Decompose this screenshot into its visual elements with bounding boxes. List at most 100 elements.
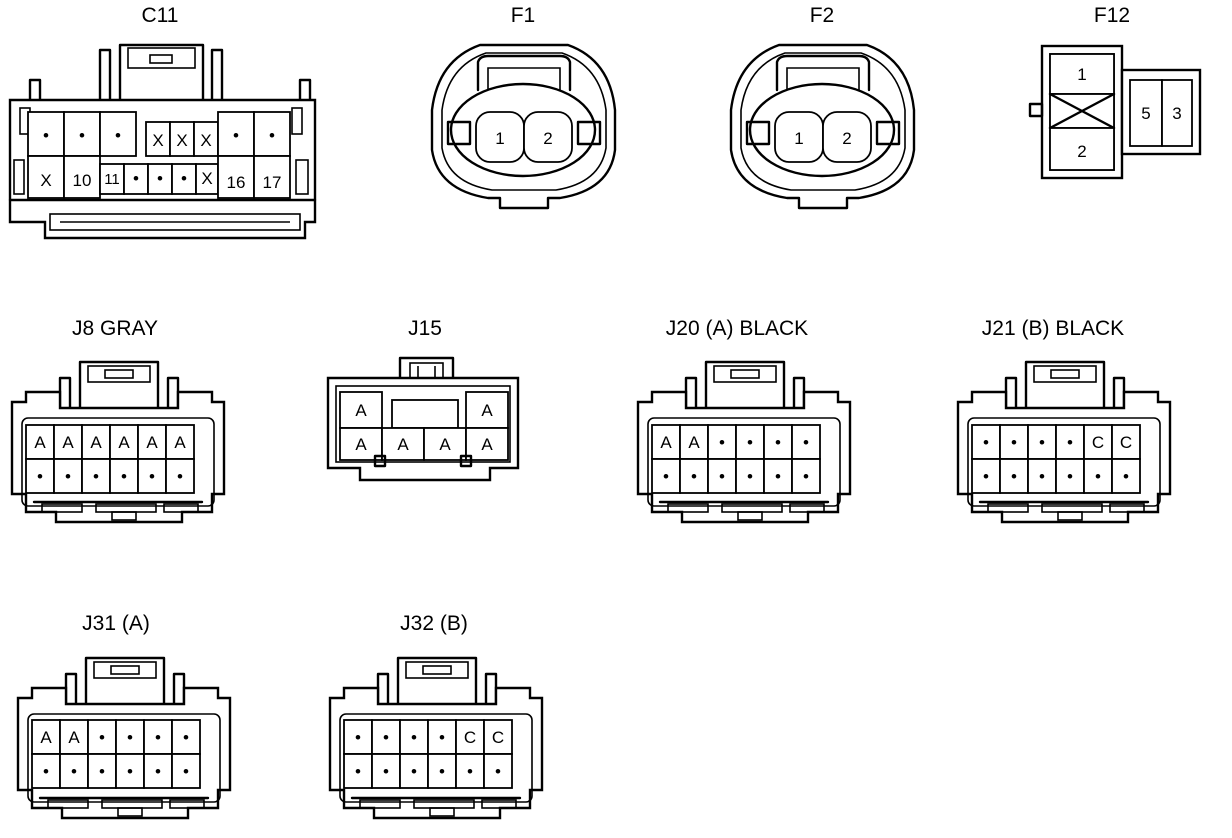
j21-pin bbox=[1111, 458, 1141, 494]
c11-pin-label: X bbox=[152, 131, 163, 150]
j20-pin-label: • bbox=[803, 467, 809, 486]
j8-pin bbox=[81, 424, 111, 460]
c11-pin-label: X bbox=[176, 131, 187, 150]
j20-pin-label: • bbox=[719, 467, 725, 486]
c11-pin-label: • bbox=[233, 126, 239, 145]
connector-c11: C11 • • • X X X • • bbox=[8, 4, 317, 240]
j20-pin-label: • bbox=[747, 467, 753, 486]
c11-pin-bottom bbox=[63, 155, 101, 199]
j8-pin-label: • bbox=[65, 467, 71, 486]
j21-pin-label: • bbox=[1123, 467, 1129, 486]
j31-pin-label: • bbox=[183, 728, 189, 747]
j32-pin-label: • bbox=[383, 728, 389, 747]
c11-pin-label: • bbox=[115, 126, 121, 145]
j8-pin-label: • bbox=[177, 467, 183, 486]
f12-pin bbox=[1161, 79, 1193, 147]
j32-pin-label: • bbox=[355, 762, 361, 781]
c11-pin-label: 10 bbox=[73, 171, 92, 190]
j15-pin-label: A bbox=[397, 435, 409, 454]
f1-pin-label: 2 bbox=[543, 129, 552, 148]
f2-pin-label: 1 bbox=[794, 129, 803, 148]
c11-pin-top bbox=[217, 111, 255, 157]
j32-pin bbox=[455, 719, 485, 755]
f12-pin-label: 3 bbox=[1172, 104, 1181, 123]
c11-pin-top bbox=[99, 111, 137, 157]
j31-pin bbox=[59, 719, 89, 755]
j21-pin-label: • bbox=[1011, 467, 1017, 486]
j31-pin bbox=[115, 753, 145, 789]
j31-pin-label: • bbox=[127, 728, 133, 747]
j21-pin bbox=[971, 458, 1001, 494]
j21-pin-label: C bbox=[1092, 433, 1104, 452]
connector-f12: F12 1 2 5 3 bbox=[1028, 4, 1202, 180]
connector-j20-title: J20 (A) BLACK bbox=[666, 317, 808, 340]
connector-j21-title: J21 (B) BLACK bbox=[982, 317, 1124, 340]
connector-j31-title: J31 (A) bbox=[82, 612, 150, 635]
j21-pin-label: • bbox=[1067, 467, 1073, 486]
j20-pin-label: A bbox=[660, 433, 672, 452]
j32-pin-label: • bbox=[411, 762, 417, 781]
connector-f12-title: F12 bbox=[1094, 4, 1130, 27]
j31-pin-label: • bbox=[155, 728, 161, 747]
j21-pin-label: • bbox=[1011, 433, 1017, 452]
j20-pin-label: • bbox=[747, 433, 753, 452]
j20-pin bbox=[791, 424, 821, 460]
connector-f1-title: F1 bbox=[511, 4, 536, 27]
j32-pin bbox=[427, 753, 457, 789]
j20-pin bbox=[763, 424, 793, 460]
j31-pin-label: A bbox=[68, 728, 80, 747]
j15-pin-label: A bbox=[355, 435, 367, 454]
j21-pin-label: • bbox=[1039, 467, 1045, 486]
j8-pin bbox=[53, 458, 83, 494]
j8-pin-label: A bbox=[90, 433, 102, 452]
j21-pin bbox=[1083, 458, 1113, 494]
j32-pin-label: • bbox=[355, 728, 361, 747]
f12-pin bbox=[1049, 127, 1115, 171]
j31-pin-label: • bbox=[71, 762, 77, 781]
j15-pin bbox=[339, 427, 383, 461]
j15-pin bbox=[465, 427, 509, 461]
j8-pin bbox=[109, 424, 139, 460]
c11-pin-label: • bbox=[269, 126, 275, 145]
j20-pin-label: • bbox=[691, 467, 697, 486]
j32-pin bbox=[483, 719, 513, 755]
j21-pin-label: • bbox=[1095, 467, 1101, 486]
connector-j15-title: J15 bbox=[408, 317, 442, 340]
j20-pin-label: • bbox=[719, 433, 725, 452]
c11-pin-label: • bbox=[157, 169, 163, 188]
j31-pin bbox=[143, 719, 173, 755]
j31-pin-label: A bbox=[40, 728, 52, 747]
c11-pin-bottom bbox=[123, 163, 149, 195]
j32-pin-label: • bbox=[439, 762, 445, 781]
j31-pin-label: • bbox=[99, 762, 105, 781]
j32-pin-label: • bbox=[411, 728, 417, 747]
connector-f2-title: F2 bbox=[810, 4, 835, 27]
c11-pin-bottom bbox=[171, 163, 197, 195]
j21-pin-label: • bbox=[983, 467, 989, 486]
j31-pin bbox=[59, 753, 89, 789]
j32-pin bbox=[399, 753, 429, 789]
j31-pin-label: • bbox=[43, 762, 49, 781]
j21-pin bbox=[999, 424, 1029, 460]
j8-pin bbox=[25, 424, 55, 460]
c11-pin-top bbox=[63, 111, 101, 157]
j32-pin-label: • bbox=[495, 762, 501, 781]
c11-pin-label: • bbox=[43, 126, 49, 145]
c11-pin-label: X bbox=[40, 171, 51, 190]
f1-pin-label: 1 bbox=[495, 129, 504, 148]
connector-f2: F2 1 2 bbox=[729, 4, 916, 210]
c11-pin-label: 17 bbox=[263, 173, 282, 192]
j8-pin bbox=[165, 458, 195, 494]
c11-pin-bottom bbox=[253, 155, 291, 199]
j15-pin-label: A bbox=[355, 401, 367, 420]
j20-pin-label: • bbox=[775, 433, 781, 452]
j15-pin-label: A bbox=[481, 401, 493, 420]
c11-pin-top bbox=[193, 121, 219, 157]
f12-pin-label: 5 bbox=[1141, 104, 1150, 123]
